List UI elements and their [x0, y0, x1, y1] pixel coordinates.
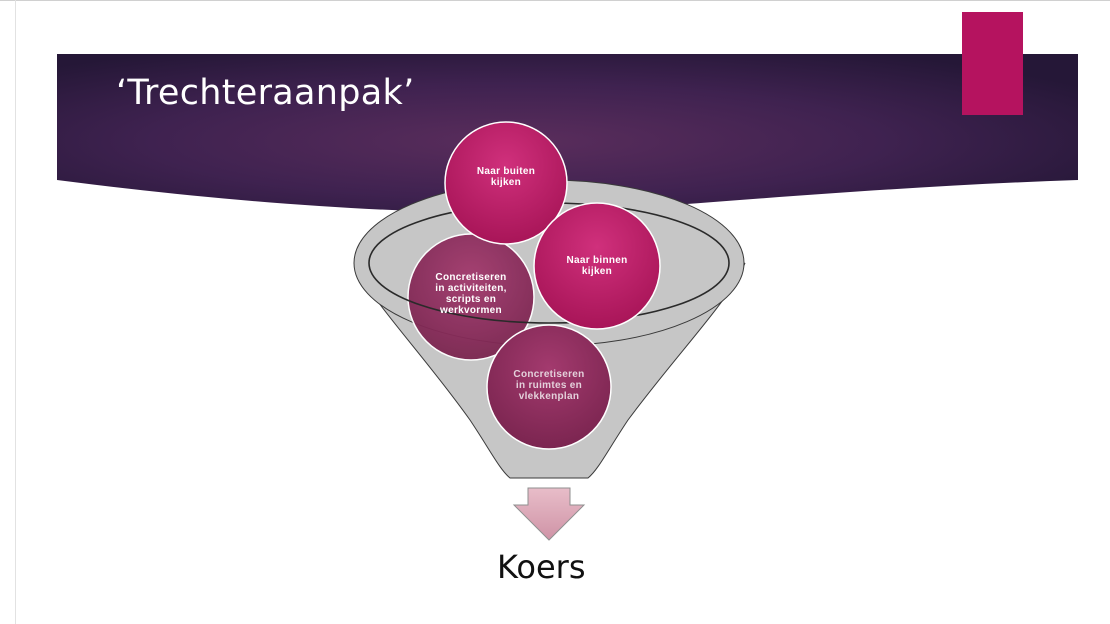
step-label-rim-work: Concretiseren in activiteiten, scripts e… — [435, 272, 507, 316]
slide-title: ‘Trechteraanpak’ — [116, 73, 415, 113]
step-label-outside: Naar buiten kijken — [476, 166, 536, 188]
down-arrow-icon — [512, 487, 586, 541]
step-circle-rim-work — [407, 233, 535, 361]
step-circle-outside — [444, 121, 568, 245]
left-divider — [15, 0, 16, 624]
step-circle-space — [486, 324, 612, 450]
step-label-inside: Naar binnen kijken — [566, 255, 628, 277]
accent-block — [962, 12, 1023, 115]
step-label-space: Concretiseren in ruimtes en vlekkenplan — [513, 369, 585, 402]
step-circle-inside — [533, 202, 661, 330]
top-divider — [0, 0, 1110, 1]
result-label: Koers — [497, 548, 586, 586]
